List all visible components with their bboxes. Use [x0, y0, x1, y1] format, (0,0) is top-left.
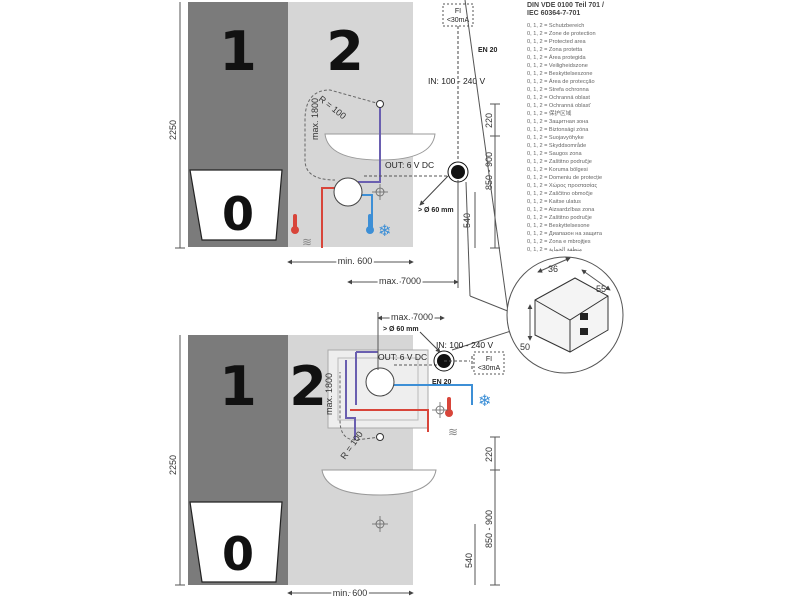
in-voltage-label: IN: 100 - 240 V [428, 76, 486, 86]
diameter-label-bottom: > Ø 60 mm [383, 326, 419, 333]
flex-hose [304, 89, 381, 181]
dim-2250-bottom: 2250 [168, 455, 178, 475]
bathtub-bottom [189, 501, 283, 583]
en-label-bottom: EN 20 [432, 379, 452, 386]
zone-0-label: 0 [222, 187, 254, 241]
legend-item: 0, 1, 2 = Protected area [527, 39, 586, 45]
legend-item: 0, 1, 2 = Zaščitno območje [527, 191, 593, 197]
out-voltage-label-bottom: OUT: 6 V DC [378, 352, 427, 362]
crosshair-bottom [372, 402, 448, 532]
zone-0-label-bottom: 0 [222, 527, 254, 581]
snowflake-icon: ❄ [378, 223, 391, 240]
legend-item: 0, 1, 2 = Koruma bölgesi [527, 167, 588, 173]
legend-item: 0, 1, 2 = Strefa ochronna [527, 87, 589, 93]
legend-item: 0, 1, 2 = Suojavyöhyke [527, 135, 584, 141]
dim-50: 50 [520, 342, 530, 352]
junction-box [451, 165, 465, 179]
legend-item: 0, 1, 2 = منطقة الحماية [527, 247, 582, 253]
dim-2250: 2250 [168, 120, 178, 140]
bathtub [189, 169, 283, 241]
fi-label: FI [455, 8, 461, 15]
dim-36: 36 [548, 264, 558, 274]
legend-item: 0, 1, 2 = Beskyttelsesone [527, 223, 590, 229]
dim-220-bottom: 220 [484, 447, 494, 462]
detail-view: 36 55 50 [451, 0, 624, 374]
fi-current-label: <30mA [447, 17, 470, 24]
dim-540-bottom: 540 [464, 553, 474, 568]
module-box [534, 277, 609, 353]
legend-item: 0, 1, 2 = Защитная зона [527, 119, 589, 125]
legend-item: 0, 1, 2 = Kaitse ulatus [527, 199, 581, 205]
legend-item: 0, 1, 2 = Ochranná oblast [527, 95, 590, 101]
max-7000-label-bottom: max. 7000 [391, 312, 433, 322]
top-diagram: 1 2 0 FI <30mA EN 20 IN: 100 - 240 V max… [168, 2, 500, 288]
thermometer-icon [291, 214, 299, 234]
legend-item: 0, 1, 2 = Biztonsági zóna [527, 127, 589, 133]
max-1800-label-bottom: max. 1800 [324, 373, 334, 415]
legend: DIN VDE 0100 Teil 701 / IEC 60364-7-701 … [527, 2, 637, 254]
connection-point [376, 100, 384, 108]
legend-item: 0, 1, 2 = Saugos zona [527, 151, 582, 157]
legend-item: 0, 1, 2 = Χώρος προστασίας [527, 183, 598, 189]
max-7000-label: max. 7000 [379, 276, 421, 286]
zone-1-label-bottom: 1 [219, 355, 257, 418]
max-1800-label: max. 1800 [310, 98, 320, 140]
crosshair [372, 184, 388, 200]
purple-wire [358, 105, 381, 183]
bottom-diagram: 1 2 0 max. 1800 R = 100 OUT: 6 V DC > Ø … [168, 310, 505, 600]
legend-item: 0, 1, 2 = Beskyttelseszone [527, 71, 593, 77]
fi-label-bottom: FI [486, 356, 492, 363]
in-voltage-label-bottom: IN: 100 - 240 V [436, 340, 494, 350]
legend-item: 0, 1, 2 = Veiligheidszone [527, 63, 588, 69]
legend-item: 0, 1, 2 = Zona protetta [527, 47, 583, 53]
washbasin-bottom [321, 469, 437, 496]
out-voltage-label: OUT: 6 V DC [385, 160, 434, 170]
hot-water-pipe-bottom [350, 409, 429, 432]
fi-box-bottom [473, 351, 505, 375]
legend-item: 0, 1, 2 = Área de protecção [527, 79, 595, 85]
dim-55: 55 [596, 284, 606, 294]
fi-box [442, 3, 474, 27]
thermometer-icon-bottom [445, 397, 453, 417]
legend-item: 0, 1, 2 = 保护区域 [527, 111, 572, 117]
mixer-valve-bottom [365, 367, 395, 397]
zone-1-label: 1 [219, 20, 257, 83]
legend-item: 0, 1, 2 = Диапазон на защита [527, 231, 603, 237]
legend-item: 0, 1, 2 = Zaštitno područje [527, 159, 592, 165]
steam-icon: ≋ [302, 235, 312, 249]
legend-item: 0, 1, 2 = Aizsardzības zona [527, 207, 595, 213]
legend-item: 0, 1, 2 = Schutzbereich [527, 23, 585, 29]
diameter-label: > Ø 60 mm [418, 207, 454, 214]
legend-item: 0, 1, 2 = Ochranná oblasť [527, 103, 591, 109]
mixer-valve [333, 177, 363, 207]
legend-item: 0, 1, 2 = Zona e mbrojtjes [527, 239, 591, 245]
cold-thermometer-icon [366, 214, 374, 234]
legend-item: 0, 1, 2 = Skyddsområde [527, 143, 587, 149]
legend-item: 0, 1, 2 = Zaštitno područje [527, 215, 592, 221]
zone-2-label: 2 [326, 20, 364, 83]
dim-850-900-bottom: 850 - 900 [484, 510, 494, 548]
legend-item: 0, 1, 2 = Área protegida [527, 55, 586, 61]
en-label: EN 20 [478, 47, 498, 54]
snowflake-icon-bottom: ❄ [478, 393, 491, 410]
min-600-label: min. 600 [338, 256, 373, 266]
legend-title-1: DIN VDE 0100 Teil 701 / [527, 2, 604, 9]
dim-220: 220 [484, 113, 494, 128]
legend-item: 0, 1, 2 = Zone de protection [527, 31, 596, 37]
steam-icon-bottom: ≋ [448, 425, 458, 439]
legend-title-2: IEC 60364-7-701 [527, 10, 581, 17]
fi-current-label-bottom: <30mA [478, 365, 501, 372]
cold-water-pipe-bottom [394, 384, 473, 405]
zone-2-label-bottom: 2 [289, 355, 327, 418]
legend-list: 0, 1, 2 = Schutzbereich 0, 1, 2 = Zone de… [527, 22, 637, 254]
min-600-label-bottom: min. 600 [333, 588, 368, 598]
purple-wire-bottom [345, 360, 356, 440]
legend-item: 0, 1, 2 = Domeniu de protecție [527, 175, 603, 181]
